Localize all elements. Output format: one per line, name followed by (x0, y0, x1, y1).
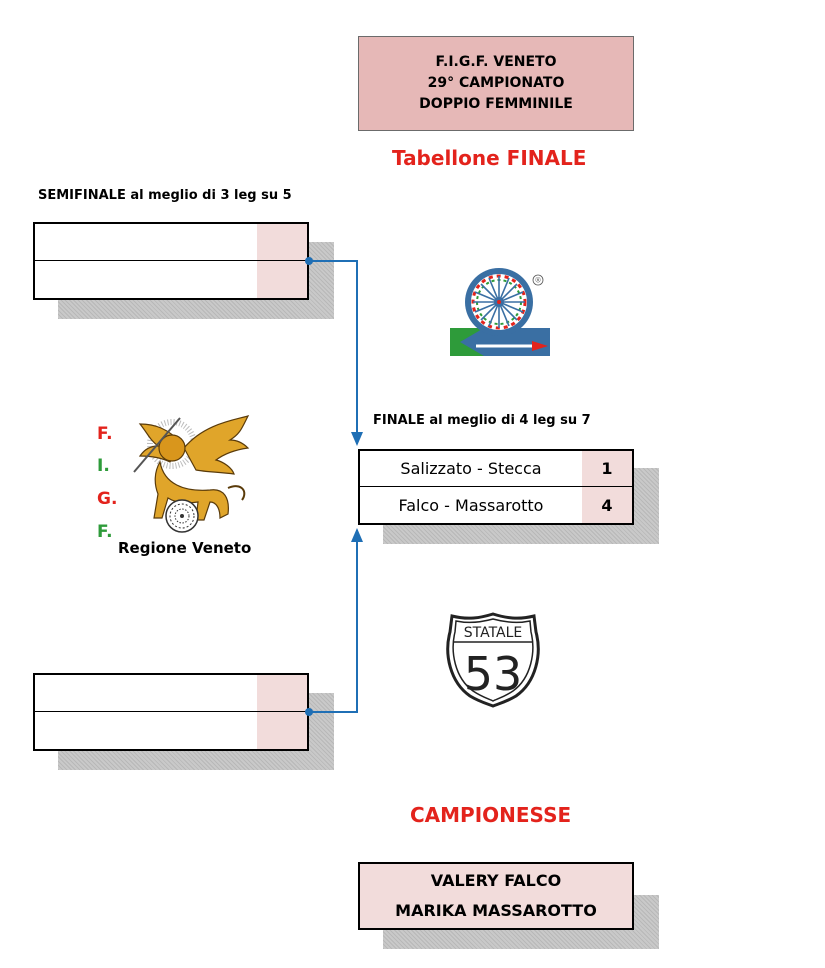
bracket-title: Tabellone FINALE (392, 146, 587, 170)
semifinal-1 (33, 222, 309, 300)
semifinal-label: SEMIFINALE al meglio di 3 leg su 5 (38, 188, 292, 203)
header-line-2: 29° CAMPIONATO (427, 75, 565, 91)
connector-bottom (305, 528, 363, 716)
figf-letter-g: G. (97, 489, 118, 509)
figf-letter-i: I. (97, 456, 110, 476)
team-name: Falco - Massarotto (398, 495, 544, 515)
svg-text:STATALE: STATALE (464, 625, 523, 641)
header-line-1: F.I.G.F. VENETO (435, 54, 557, 70)
header-line-3: DOPPIO FEMMINILE (419, 96, 573, 112)
final-team-1[interactable]: Salizzato - Stecca 1 (360, 451, 632, 487)
champion-name-2: MARIKA MASSAROTTO (395, 901, 597, 920)
semifinal-1-team-1[interactable] (35, 224, 307, 261)
champions-title: CAMPIONESSE (410, 803, 572, 827)
figf-letter-f1: F. (97, 424, 113, 444)
dartboard-logo: ® (446, 266, 552, 358)
team-score: 1 (582, 451, 632, 486)
figf-letter-f2: F. (97, 522, 113, 542)
team-name: Salizzato - Stecca (400, 459, 542, 478)
final-label: FINALE al meglio di 4 leg su 7 (373, 413, 591, 428)
semifinal-2-team-2[interactable] (35, 712, 307, 749)
final-match: Salizzato - Stecca 1 Falco - Massarotto … (358, 449, 634, 525)
connector-top (305, 257, 363, 446)
final-team-2[interactable]: Falco - Massarotto 4 (360, 487, 632, 523)
team-score (257, 712, 307, 749)
semifinal-1-team-2[interactable] (35, 261, 307, 298)
route-shield-icon: STATALE 53 (446, 612, 540, 708)
team-score: 4 (582, 487, 632, 523)
champions-box: VALERY FALCO MARIKA MASSAROTTO (358, 862, 634, 930)
team-score (257, 261, 307, 298)
winged-lion-logo (124, 414, 258, 538)
figf-region-label: Regione Veneto (118, 539, 252, 557)
svg-text:53: 53 (464, 647, 523, 701)
semifinal-2 (33, 673, 309, 751)
dartboard-icon: ® (450, 268, 550, 356)
team-score (257, 224, 307, 260)
tournament-header: F.I.G.F. VENETO 29° CAMPIONATO DOPPIO FE… (358, 36, 634, 131)
winged-lion-icon (133, 415, 250, 533)
svg-text:®: ® (535, 277, 542, 285)
champion-name-1: VALERY FALCO (430, 871, 562, 890)
statale-53-logo: STATALE 53 (444, 612, 542, 708)
team-score (257, 675, 307, 711)
semifinal-2-team-1[interactable] (35, 675, 307, 712)
